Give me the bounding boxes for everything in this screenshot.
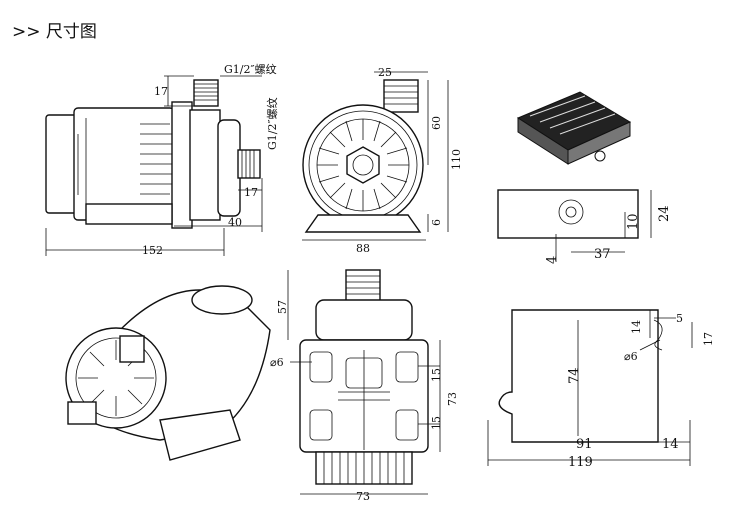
dim-73b: 73 [356,490,370,503]
dim-57: 57 [276,300,289,314]
dim-74: 74 [567,367,582,384]
dim-119: 119 [568,455,593,470]
dim-40: 40 [228,216,242,229]
bottom-view: 57 ⌀6 73 15 15 73 [270,269,459,503]
thread-label-horizontal: G1/2″螺纹 [224,62,277,76]
dim-152: 152 [142,244,163,257]
dim-5: 5 [676,312,683,325]
dim-15a: 15 [430,368,443,382]
dim-14b: 14 [662,437,679,452]
dim-6a: 6 [430,219,443,226]
dim-88: 88 [356,242,370,255]
bracket-side-view: 24 10 37 4 [497,189,672,264]
pump-photo-icon [65,285,271,461]
dim-phi6b: ⌀6 [624,350,638,363]
dim-15b: 15 [430,416,443,430]
dim-91: 91 [576,437,593,452]
dim-73a: 73 [446,392,459,406]
dim-24: 24 [657,205,672,222]
thread-label-vertical: G1/2″螺纹 [265,97,279,150]
dim-17b: 17 [244,186,258,199]
side-view: 152 40 17 17 G1/2″螺纹 G1/2″螺纹 [45,62,279,257]
dim-14a: 14 [630,320,643,334]
bracket-photo-icon [516,91,632,165]
dim-37: 37 [594,247,611,262]
dim-17c: 17 [702,332,715,346]
dim-4: 4 [545,256,560,264]
front-view: 88 25 60 110 6 [302,66,463,255]
dim-60: 60 [430,116,443,130]
dim-10: 10 [626,213,641,230]
dim-17a: 17 [154,85,168,98]
dim-phi6a: ⌀6 [270,356,284,369]
dim-110: 110 [450,149,463,170]
page-title: >> 尺寸图 [12,22,97,42]
dim-25: 25 [378,66,392,79]
bracket-top-view: 74 91 14 119 5 14 17 ⌀6 [487,309,715,470]
